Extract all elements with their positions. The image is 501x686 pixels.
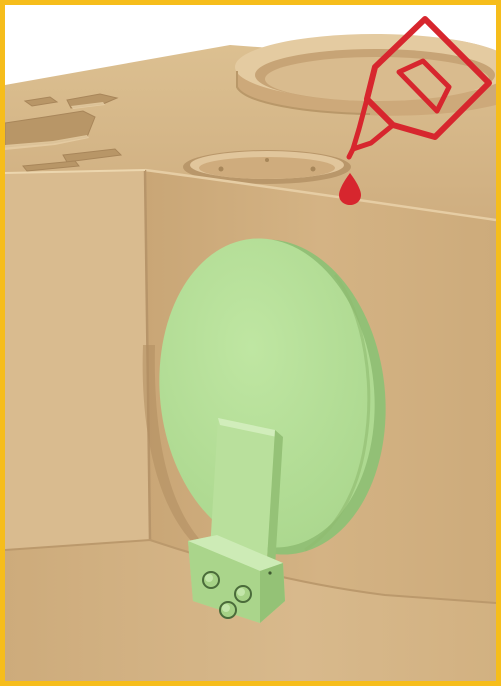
assembly-illustration [5,5,496,681]
